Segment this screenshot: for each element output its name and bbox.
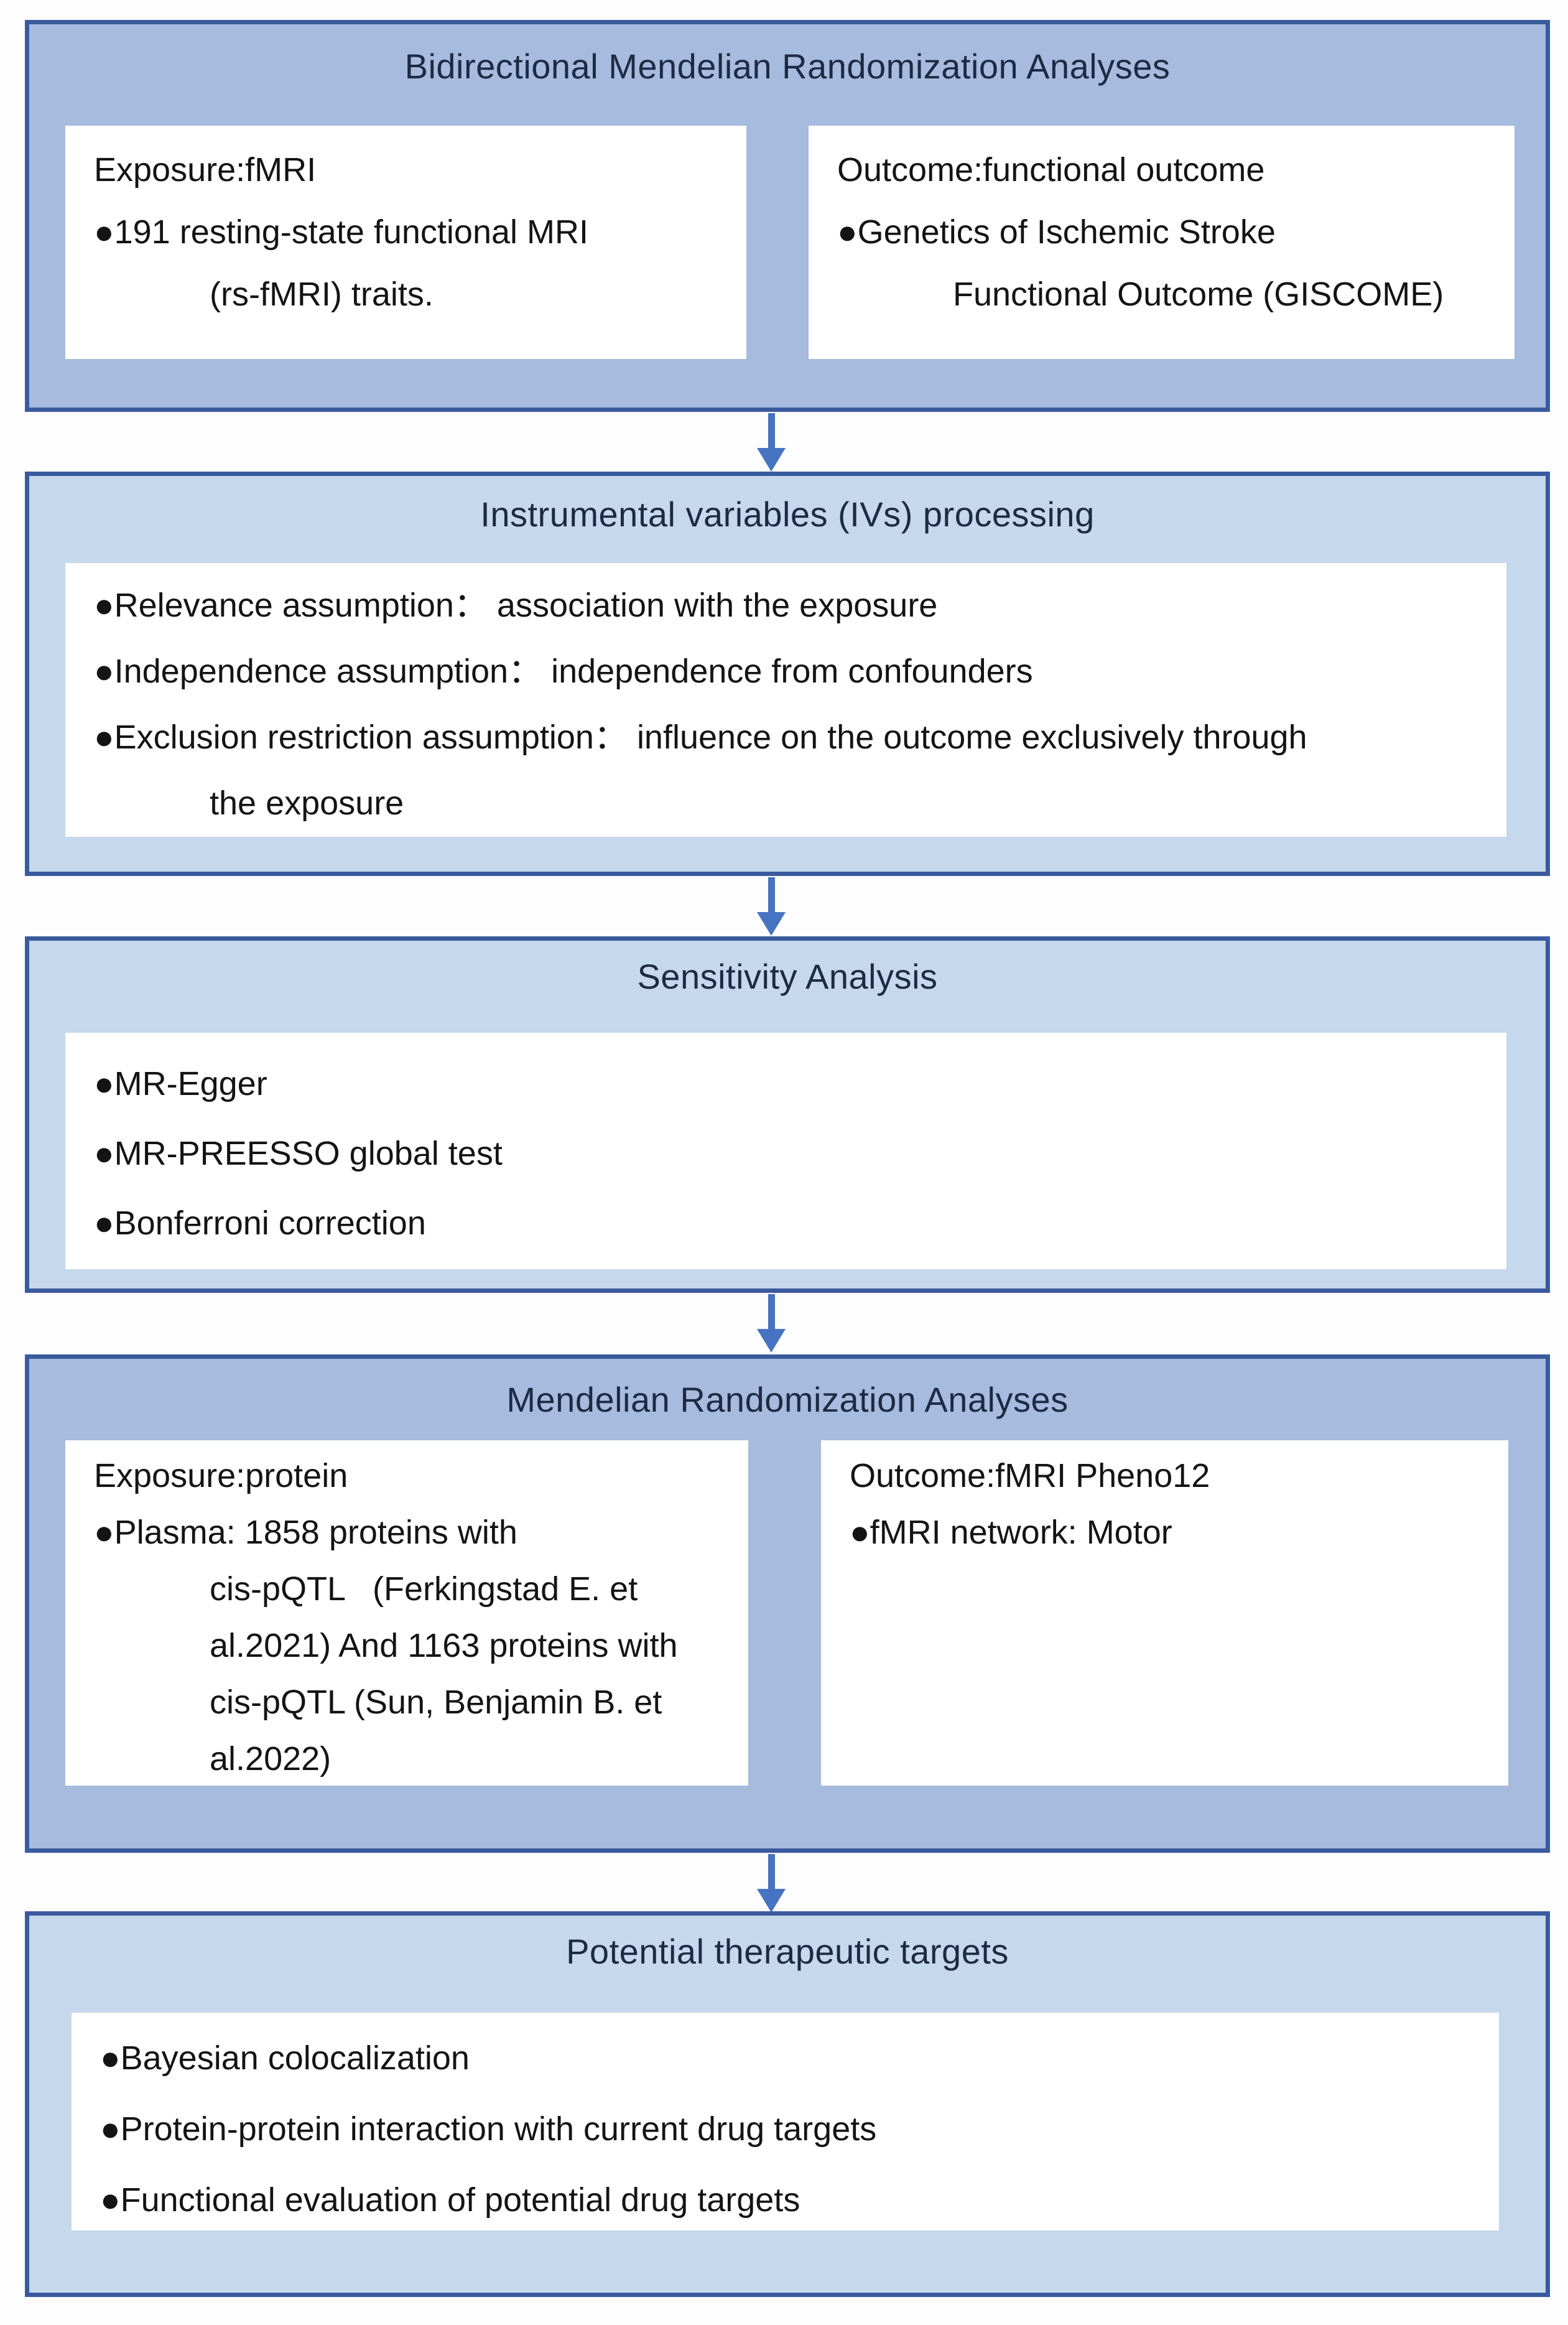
- down-arrow-icon: [754, 1854, 789, 1913]
- exposure-fmri-panel: Exposure:fMRI ●191 resting-state functio…: [65, 126, 746, 359]
- bullet-item: ●Exclusion restriction assumption： influ…: [94, 719, 1307, 756]
- arrow-shaft: [768, 1294, 775, 1329]
- exposure-protein-panel: Exposure:protein ●Plasma: 1858 proteins …: [65, 1440, 748, 1786]
- bullet-item: ●Genetics of Ischemic Stroke: [837, 213, 1276, 251]
- panel-heading: Outcome:functional outcome: [837, 151, 1265, 189]
- bullet-item-cont: al.2021) And 1163 proteins with: [210, 1627, 678, 1664]
- bullet-item: ●Protein-protein interaction with curren…: [100, 2110, 877, 2148]
- panel-heading: Exposure:fMRI: [94, 151, 317, 189]
- target-methods-panel: ●Bayesian colocalization ●Protein-protei…: [72, 2013, 1499, 2230]
- outcome-fmri-panel: Outcome:fMRI Pheno12 ●fMRI network: Moto…: [821, 1440, 1508, 1786]
- arrow-head: [757, 1889, 786, 1913]
- stage-title: Bidirectional Mendelian Randomization An…: [404, 47, 1171, 86]
- bullet-item-cont: cis-pQTL (Sun, Benjamin B. et: [210, 1684, 662, 1721]
- panel-heading: Exposure:protein: [94, 1457, 348, 1494]
- bullet-item-cont: the exposure: [210, 785, 404, 822]
- bullet-item-cont: cis-pQTL (Ferkingstad E. et: [210, 1570, 638, 1608]
- bullet-item-cont: Functional Outcome (GISCOME): [953, 276, 1444, 313]
- bullet-item-cont: al.2022): [210, 1740, 332, 1778]
- stage-box-bidirectional-mr: Bidirectional Mendelian Randomization An…: [25, 20, 1550, 412]
- stage-title: Instrumental variables (IVs) processing: [480, 495, 1095, 534]
- down-arrow-icon: [754, 877, 789, 936]
- arrow-head: [757, 912, 786, 936]
- bullet-item: ●Bayesian colocalization: [100, 2039, 470, 2077]
- arrow-shaft: [768, 1854, 775, 1889]
- bullet-item: ●Independence assumption： independence f…: [94, 653, 1033, 690]
- arrow-head: [757, 448, 786, 472]
- bullet-item: ●Relevance assumption： association with …: [94, 587, 938, 624]
- panel-heading: Outcome:fMRI Pheno12: [850, 1457, 1210, 1494]
- outcome-functional-panel: Outcome:functional outcome ●Genetics of …: [809, 126, 1515, 359]
- sensitivity-methods-panel: ●MR-Egger ●MR-PREESSO global test ●Bonfe…: [65, 1033, 1506, 1269]
- down-arrow-icon: [754, 1294, 789, 1353]
- bullet-item-cont: (rs-fMRI) traits.: [210, 276, 434, 313]
- bullet-item: ●Plasma: 1858 proteins with: [94, 1514, 517, 1551]
- iv-assumptions-panel: ●Relevance assumption： association with …: [65, 563, 1506, 837]
- stage-box-therapeutic-targets: Potential therapeutic targets ●Bayesian …: [25, 1911, 1550, 2297]
- bullet-item: ●MR-PREESSO global test: [94, 1135, 503, 1172]
- arrow-shaft: [768, 877, 775, 912]
- arrow-head: [757, 1329, 786, 1353]
- bullet-item: ●fMRI network: Motor: [850, 1514, 1172, 1551]
- bullet-item: ●Bonferroni correction: [94, 1204, 426, 1242]
- stage-box-sensitivity: Sensitivity Analysis ●MR-Egger ●MR-PREES…: [25, 936, 1550, 1293]
- stage-title: Sensitivity Analysis: [637, 957, 938, 996]
- stage-box-mr-analyses: Mendelian Randomization Analyses Exposur…: [25, 1354, 1550, 1853]
- down-arrow-icon: [754, 413, 789, 472]
- stage-title: Mendelian Randomization Analyses: [506, 1380, 1069, 1419]
- bullet-item: ●191 resting-state functional MRI: [94, 213, 588, 251]
- bullet-item: ●Functional evaluation of potential drug…: [100, 2181, 800, 2219]
- stage-title: Potential therapeutic targets: [566, 1932, 1009, 1971]
- arrow-shaft: [768, 413, 775, 448]
- bullet-item: ●MR-Egger: [94, 1065, 267, 1102]
- stage-box-iv-processing: Instrumental variables (IVs) processing …: [25, 472, 1550, 876]
